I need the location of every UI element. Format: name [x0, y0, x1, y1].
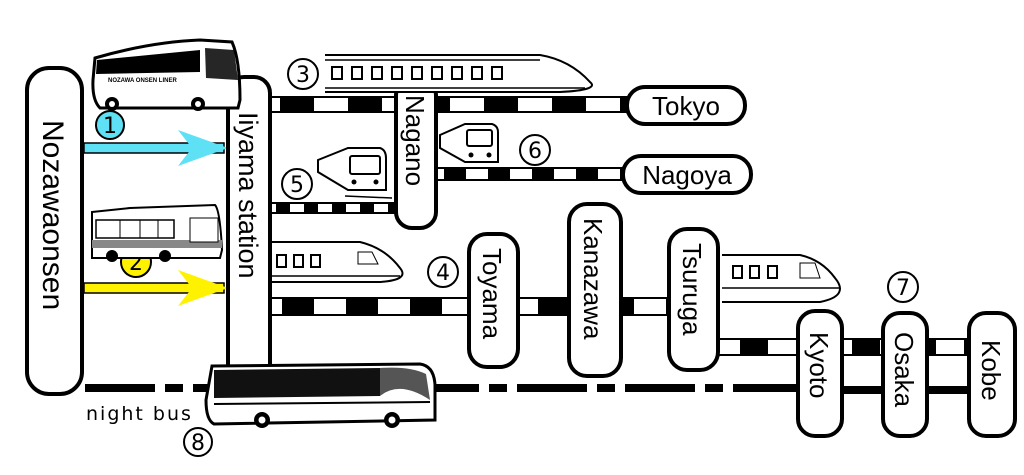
- shinkansen-icon: [722, 254, 841, 303]
- station-label: Kyoto: [804, 332, 834, 399]
- svg-text:NOZAWA ONSEN LINER: NOZAWA ONSEN LINER: [108, 78, 177, 84]
- station-nozawaonsen[interactable]: Nozawaonsen: [25, 66, 84, 396]
- shinkansen-icon: [272, 241, 404, 283]
- station-label: Nozawaonsen: [36, 120, 69, 310]
- track-line-3: [269, 96, 629, 113]
- station-label: Toyama: [477, 248, 507, 340]
- route-6-badge: 6: [519, 134, 551, 166]
- station-label: Nagano: [400, 95, 430, 186]
- local-train-icon: [317, 147, 393, 199]
- route-7-badge: 7: [887, 271, 919, 303]
- track-line-6: [435, 167, 625, 181]
- route-1-badge: 1: [95, 110, 125, 140]
- route-2-arrow: [83, 270, 228, 306]
- highway-bus-icon: NOZAWA ONSEN LINER: [91, 38, 242, 111]
- local-train-icon: [439, 123, 499, 163]
- svg-text:7: 7: [896, 276, 910, 301]
- station-osaka[interactable]: Osaka: [881, 311, 929, 438]
- svg-text:4: 4: [436, 261, 450, 286]
- station-label: Osaka: [889, 332, 919, 408]
- station-kanazawa[interactable]: Kanazawa: [567, 202, 623, 378]
- svg-text:5: 5: [290, 173, 304, 198]
- route-5-badge: 5: [281, 168, 313, 200]
- station-label: Kanazawa: [578, 218, 608, 340]
- station-label: Tsuruga: [677, 243, 707, 336]
- shinkansen-icon: [325, 54, 593, 93]
- station-kobe[interactable]: Kobe: [967, 311, 1017, 438]
- route-8-badge: 8: [183, 427, 213, 457]
- station-nagoya[interactable]: Nagoya: [621, 154, 753, 195]
- station-iiyama[interactable]: Iiyama station: [226, 75, 272, 409]
- local-bus-icon: [91, 203, 224, 262]
- svg-text:8: 8: [191, 431, 205, 456]
- station-tokyo[interactable]: Tokyo: [625, 85, 747, 126]
- route-3-badge: 3: [287, 58, 319, 90]
- station-label: Tokyo: [652, 91, 720, 121]
- svg-text:6: 6: [528, 139, 542, 164]
- station-tsuruga[interactable]: Tsuruga: [667, 227, 720, 372]
- station-label: Iiyama station: [233, 112, 263, 279]
- station-label: Kobe: [976, 340, 1006, 401]
- track-line-5: [269, 202, 397, 214]
- route-4-badge: 4: [427, 256, 459, 288]
- night-bus-label: night bus: [86, 403, 193, 425]
- track-line-7: [717, 338, 1004, 356]
- svg-text:1: 1: [103, 114, 117, 139]
- night-bus-icon: [204, 362, 437, 428]
- station-label: Nagoya: [642, 160, 732, 190]
- station-nagano[interactable]: Nagano: [394, 77, 438, 230]
- station-kyoto[interactable]: Kyoto: [796, 309, 844, 438]
- station-toyama[interactable]: Toyama: [467, 232, 520, 369]
- svg-text:3: 3: [296, 63, 310, 88]
